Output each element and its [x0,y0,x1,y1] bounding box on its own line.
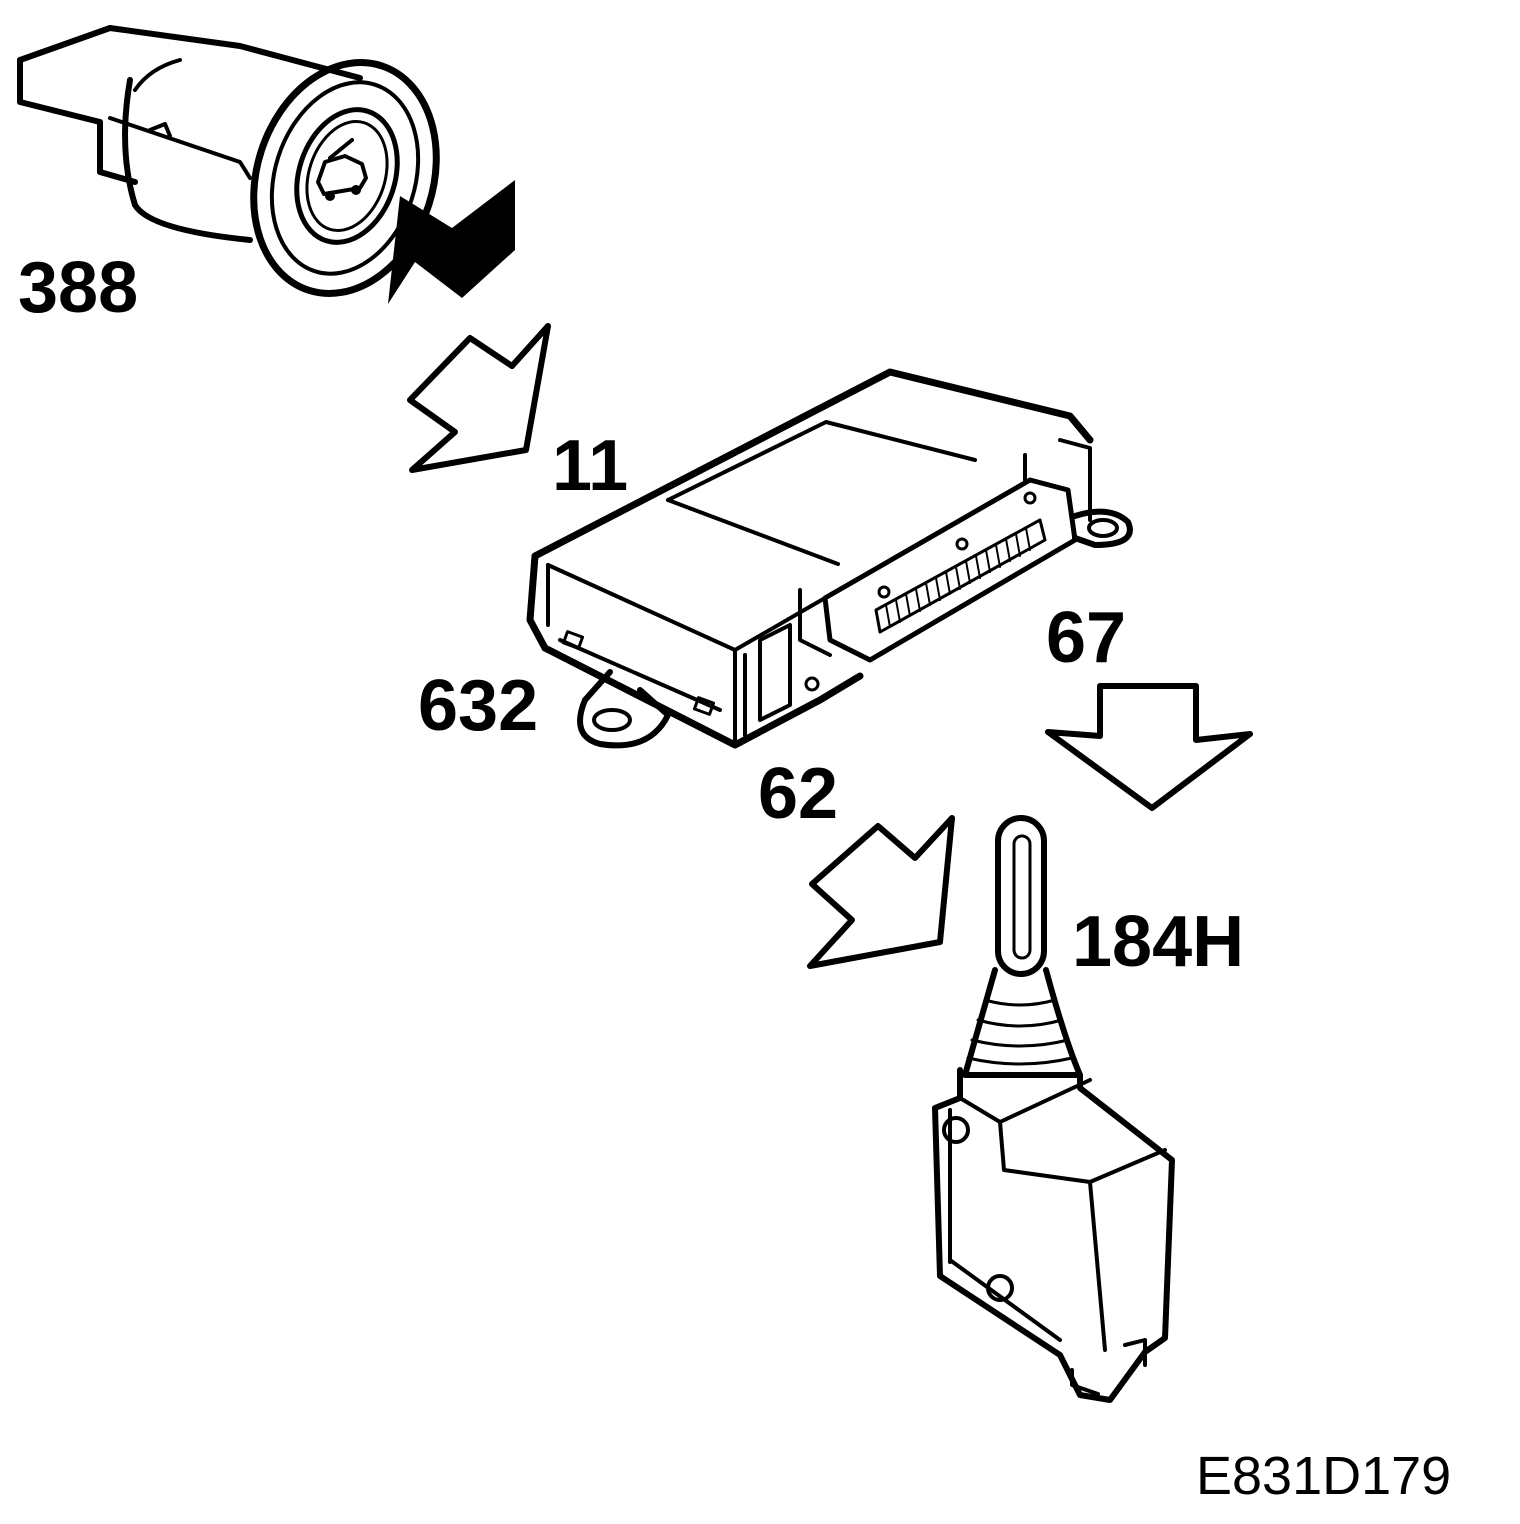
hood-lock-actuator-icon [932,815,1175,1403]
label-184h: 184H [1072,902,1244,982]
label-632: 632 [418,666,538,746]
figure-code: E831D179 [1196,1446,1451,1506]
label-62: 62 [758,754,838,834]
press-arrow-icon [388,180,515,304]
label-67: 67 [1046,598,1126,678]
hood-release-switch-icon [17,25,440,297]
label-388: 388 [18,248,138,328]
arrow-11-icon [407,323,551,473]
control-module-icon [526,368,1133,749]
arrow-67-icon [1045,683,1253,811]
label-11: 11 [552,426,628,506]
arrow-62-icon [807,815,955,969]
